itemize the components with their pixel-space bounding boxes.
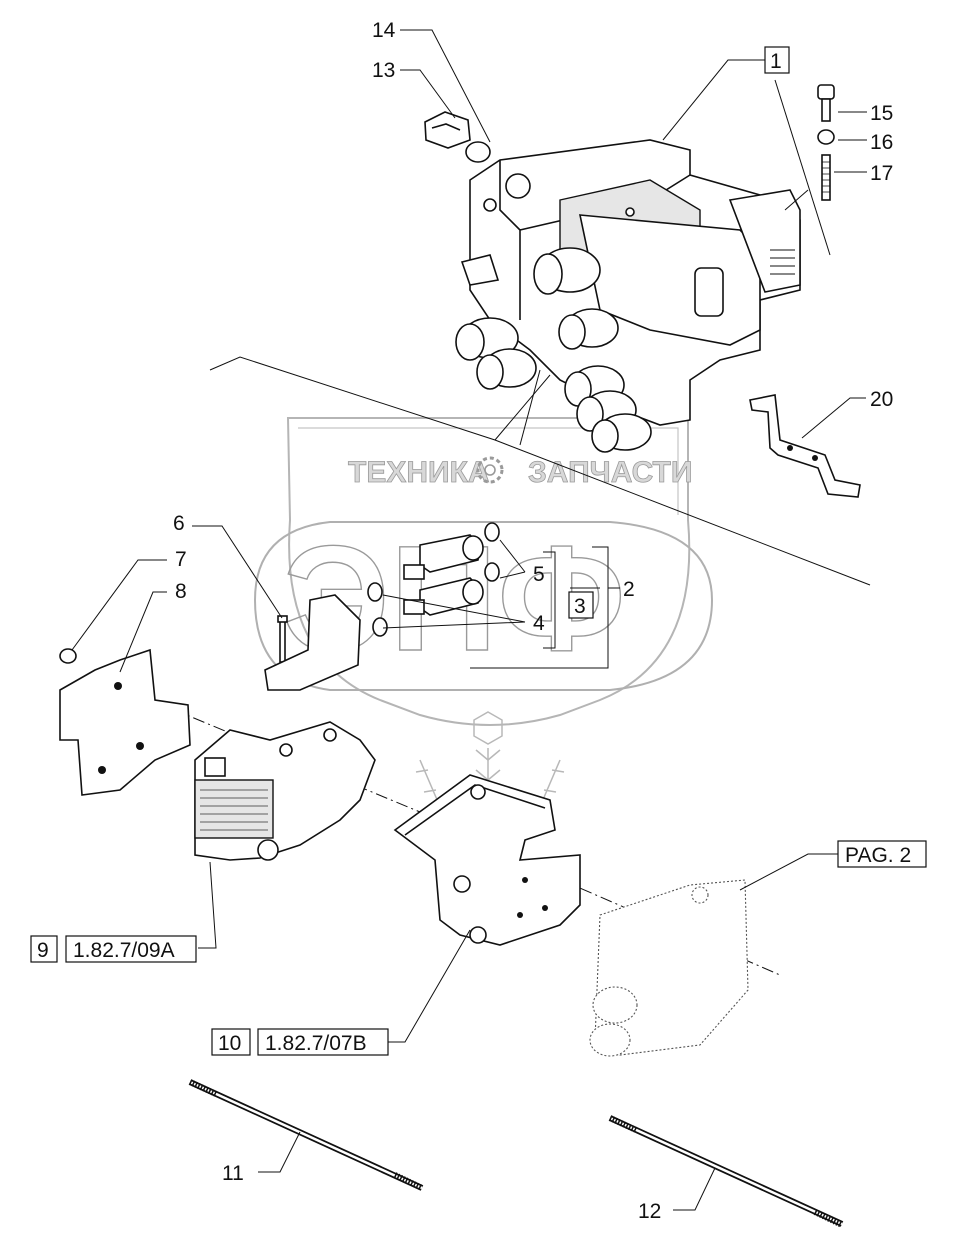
stud-17[interactable] — [821, 154, 831, 201]
leader-lines — [71, 29, 867, 1211]
solenoid-cartridge-5[interactable] — [403, 534, 484, 580]
callout-7: 7 — [175, 548, 187, 571]
watermark-gear-icon — [476, 456, 504, 484]
callout-1: 1 — [770, 50, 782, 73]
ref-9[interactable]: 1.82.7/09A — [73, 939, 175, 962]
callout-5: 5 — [533, 563, 545, 586]
valve-fitting-2 — [476, 348, 537, 390]
callout-20: 20 — [870, 388, 893, 411]
valve-fitting-1 — [455, 317, 519, 361]
mount-bracket[interactable] — [264, 594, 361, 691]
pag-ref[interactable]: PAG. 2 — [845, 844, 911, 867]
watermark-text-left: ТЕХНИКА — [348, 456, 490, 489]
bracket-20[interactable] — [749, 394, 861, 498]
watermark-text-right: ЗАПЧАСТИ — [528, 456, 692, 489]
solenoid-cartridge-4[interactable] — [403, 577, 484, 616]
callout-3: 3 — [574, 595, 586, 618]
nut-7[interactable] — [59, 648, 77, 664]
callout-9: 9 — [37, 939, 49, 962]
callout-16: 16 — [870, 131, 893, 154]
callout-9-box — [30, 935, 58, 963]
callout-12: 12 — [638, 1200, 661, 1223]
callout-8: 8 — [175, 580, 187, 603]
callout-14: 14 — [372, 19, 396, 42]
valve-section-9[interactable] — [194, 721, 376, 861]
valve-fitting-4 — [558, 308, 619, 350]
main-valve-block[interactable] — [455, 139, 801, 453]
valve-fitting-7 — [591, 413, 652, 453]
callout-3-box — [568, 591, 594, 619]
callout-10-box — [211, 1028, 251, 1056]
ref-10-box[interactable] — [257, 1028, 389, 1056]
page2-reference-part — [589, 879, 749, 1057]
tie-rod-12[interactable] — [608, 1115, 844, 1228]
callout-15: 15 — [870, 102, 893, 125]
callout-2: 2 — [623, 578, 635, 601]
valve-section-10[interactable] — [393, 774, 581, 946]
callout-10: 10 — [218, 1032, 241, 1055]
callout-17: 17 — [870, 162, 893, 185]
cover-cap-13[interactable] — [424, 111, 471, 149]
callout-labels: 1 14 13 15 16 17 20 6 7 8 5 4 3 2 9 1.82… — [30, 19, 927, 1223]
o-rings[interactable] — [367, 522, 500, 637]
ref-10[interactable]: 1.82.7/07B — [265, 1032, 367, 1055]
callout-4: 4 — [533, 612, 545, 635]
tie-rod-11[interactable] — [188, 1079, 424, 1191]
bolt-15[interactable] — [817, 84, 835, 122]
cover-plate-8[interactable] — [59, 648, 191, 796]
valve-fitting-3 — [533, 247, 601, 295]
screw-6[interactable] — [277, 615, 288, 663]
washer-16[interactable] — [817, 129, 835, 145]
o-ring-14[interactable] — [465, 141, 491, 163]
pag-ref-box[interactable] — [837, 840, 927, 868]
ref-9-box[interactable] — [65, 935, 197, 963]
callout-13: 13 — [372, 59, 395, 82]
callout-6: 6 — [173, 512, 185, 535]
callout-11: 11 — [222, 1162, 244, 1185]
callout-1-box — [764, 46, 790, 74]
